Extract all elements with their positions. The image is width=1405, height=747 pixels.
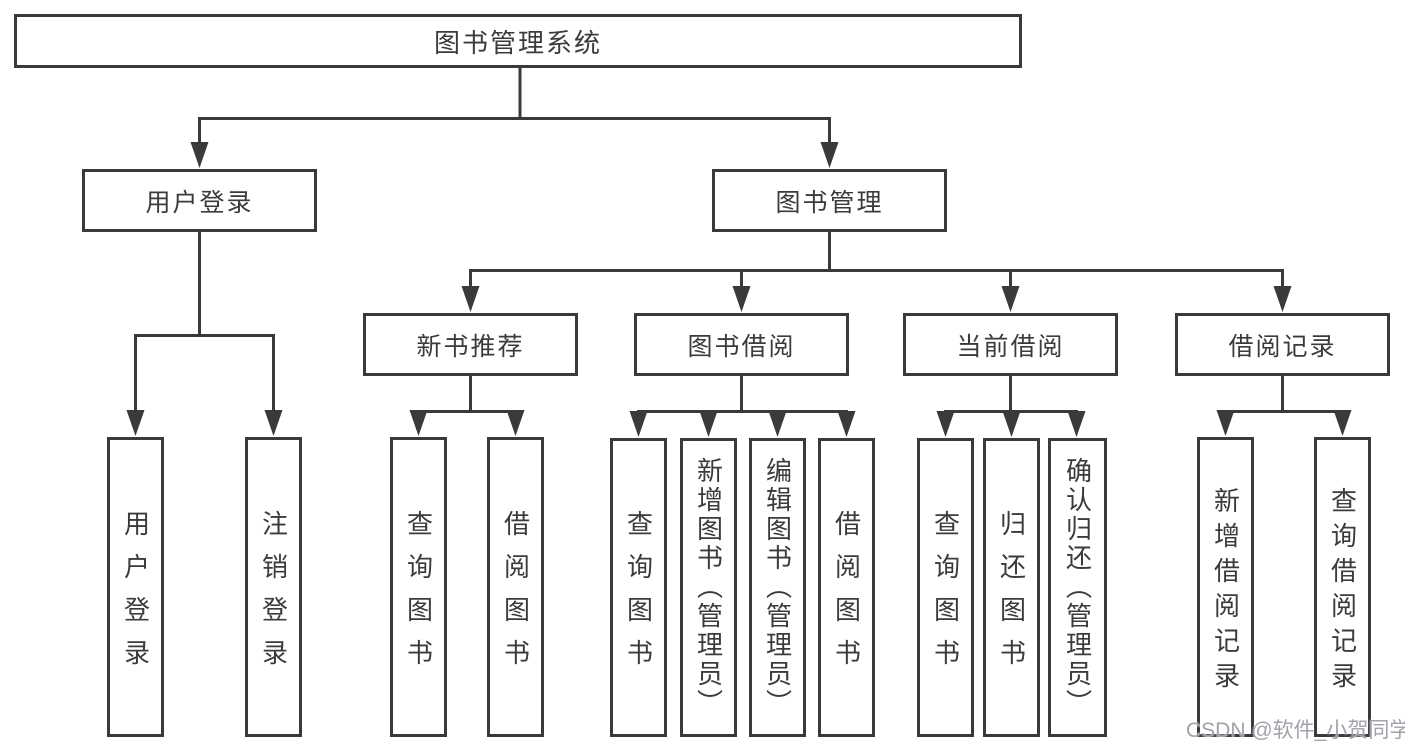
- node-borrowing-records: 借阅记录: [1175, 313, 1390, 376]
- leaf-borrow-books: 借阅图书: [818, 438, 875, 737]
- leaf-query-books-recommend: 查询图书: [390, 437, 447, 737]
- node-user-login: 用户登录: [82, 169, 317, 232]
- node-library-management-system: 图书管理系统: [14, 14, 1022, 68]
- leaf-query-borrow-record: 查询借阅记录: [1314, 437, 1371, 737]
- leaf-confirm-return-admin: 确认归还（管理员）: [1048, 438, 1107, 737]
- leaf-edit-books-admin: 编辑图书（管理员）: [749, 438, 806, 737]
- node-book-management: 图书管理: [712, 169, 947, 232]
- leaf-add-books-admin: 新增图书（管理员）: [680, 438, 737, 737]
- leaf-user-login: 用户登录: [107, 437, 164, 737]
- leaf-query-books-borrowing: 查询图书: [610, 438, 667, 737]
- csdn-watermark: CSDN @软件_小贺同学: [1186, 719, 1405, 742]
- leaf-return-books: 归还图书: [983, 438, 1040, 737]
- node-new-book-recommendation: 新书推荐: [363, 313, 578, 376]
- leaf-borrow-books-recommend: 借阅图书: [487, 437, 544, 737]
- leaf-query-books-current: 查询图书: [917, 438, 974, 737]
- leaf-logout: 注销登录: [245, 437, 302, 737]
- leaf-add-borrow-record: 新增借阅记录: [1197, 437, 1254, 737]
- node-book-borrowing: 图书借阅: [634, 313, 849, 376]
- node-current-borrowing: 当前借阅: [903, 313, 1118, 376]
